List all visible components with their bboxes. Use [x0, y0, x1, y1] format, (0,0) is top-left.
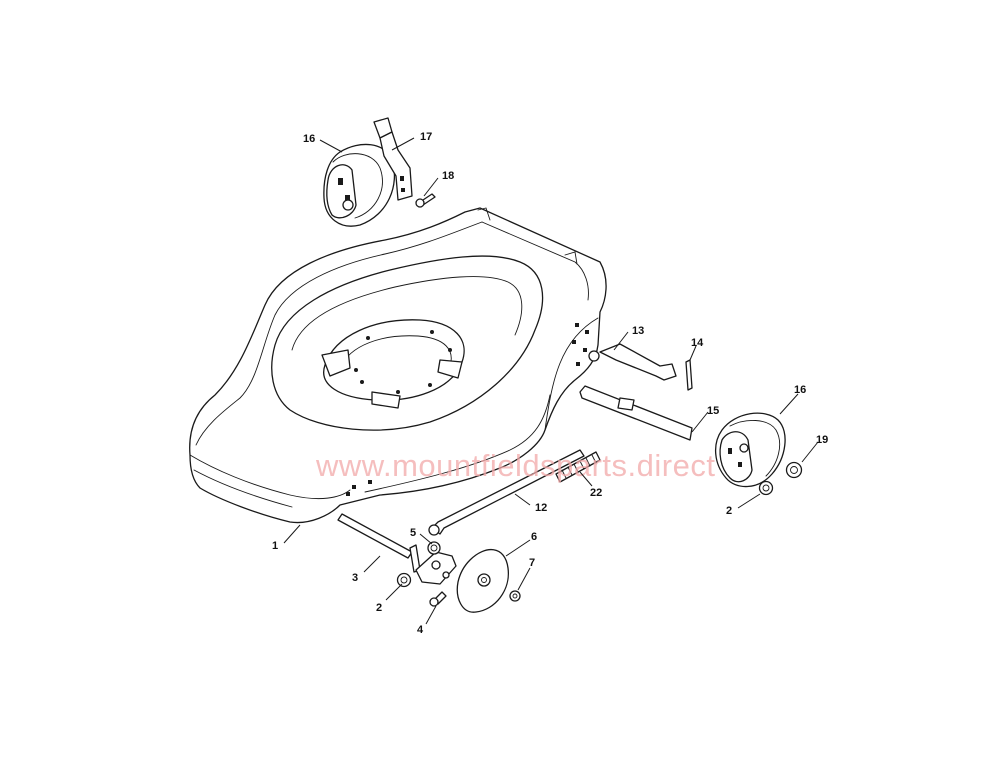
callout-labels: 16 17 18 1 2 3 4 5 6 7 12 13 14 15 16 19… [272, 131, 828, 636]
lower-axle [337, 513, 421, 573]
callout-6: 6 [531, 531, 537, 543]
nut-5 [427, 541, 441, 555]
screw-top [415, 193, 436, 208]
callout-22: 22 [590, 487, 602, 499]
callout-16-right: 16 [794, 384, 806, 396]
callout-3: 3 [352, 572, 358, 584]
callout-5: 5 [410, 527, 416, 539]
nut-2-right [758, 480, 774, 496]
callout-13: 13 [632, 325, 644, 337]
leader-lines [283, 137, 819, 625]
height-lever-top [373, 117, 413, 201]
callout-7: 7 [529, 557, 535, 569]
callout-19: 19 [816, 434, 828, 446]
mower-deck [189, 207, 607, 524]
bolt-4 [429, 591, 447, 607]
callout-1: 1 [272, 540, 278, 552]
washer-7 [509, 590, 521, 602]
wheel-hub-cover-right [715, 412, 786, 488]
callout-16-top: 16 [303, 133, 315, 145]
nut-2-lower [396, 572, 412, 588]
callout-2-right: 2 [726, 505, 732, 517]
tie-rod [428, 449, 585, 536]
rear-axle [599, 343, 693, 391]
washer-19 [785, 461, 803, 479]
front-axle [579, 385, 693, 441]
callout-2-lower: 2 [376, 602, 382, 614]
axle-bracket [415, 551, 457, 585]
callout-4: 4 [417, 624, 424, 636]
hub-cap [456, 548, 509, 613]
callout-18: 18 [442, 170, 454, 182]
callout-17: 17 [420, 131, 432, 143]
wheel-hub-cover-top [323, 143, 396, 227]
callout-15: 15 [707, 405, 719, 417]
watermark: www.mountfieldsparts.direct [315, 448, 715, 483]
spring [555, 451, 601, 483]
callout-14: 14 [691, 337, 704, 349]
callout-12: 12 [535, 502, 547, 514]
